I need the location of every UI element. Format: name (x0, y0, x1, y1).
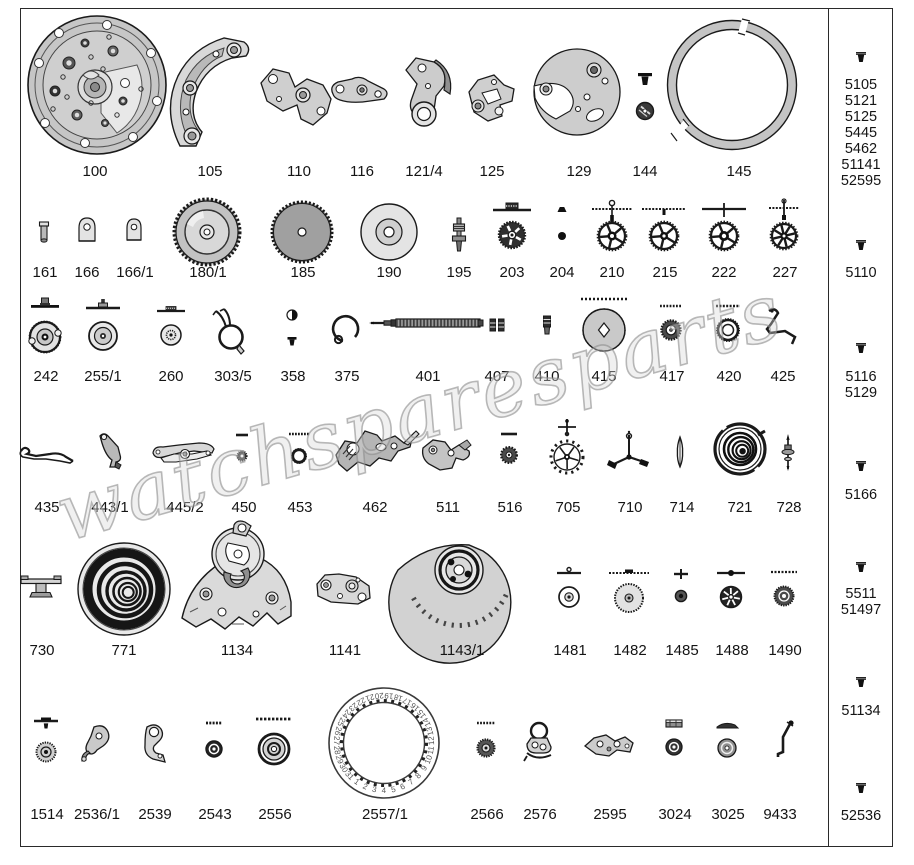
sidebar-part-number: 5110 (845, 265, 877, 281)
part-number-label: 3024 (658, 806, 692, 823)
part-number-label: 2566 (470, 806, 504, 823)
sidebar-part-number: 5462 (844, 141, 878, 157)
sidebar-part-number: 52536 (840, 808, 882, 824)
part-number-label: 407 (484, 368, 510, 385)
part-number-label: 443/1 (91, 499, 129, 516)
part-number-label: 420 (716, 368, 742, 385)
part-number-label: 1143/1 (439, 642, 485, 659)
part-number-label: 1485 (665, 642, 699, 659)
part-number-label: 358 (280, 368, 306, 385)
part-number-label: 9433 (763, 806, 797, 823)
part-number-label: 129 (566, 163, 592, 180)
part-number-label: 410 (534, 368, 560, 385)
page-border (20, 8, 893, 847)
part-number-label: 222 (711, 264, 737, 281)
part-number-label: 1481 (553, 642, 587, 659)
part-number-label: 2595 (593, 806, 627, 823)
sidebar-part-number: 5511 (845, 586, 877, 602)
part-number-label: 705 (555, 499, 581, 516)
part-number-label: 166/1 (116, 264, 154, 281)
part-number-label: 195 (446, 264, 472, 281)
sidebar-divider-line (828, 8, 829, 847)
part-number-label: 435 (34, 499, 60, 516)
sidebar-part-number: 5129 (844, 385, 878, 401)
part-number-label: 204 (549, 264, 575, 281)
part-number-label: 710 (617, 499, 643, 516)
part-number-label: 125 (479, 163, 505, 180)
part-number-label: 425 (770, 368, 796, 385)
part-number-label: 462 (362, 499, 388, 516)
part-number-label: 453 (287, 499, 313, 516)
part-number-label: 2539 (138, 806, 172, 823)
part-number-label: 2543 (198, 806, 232, 823)
part-number-label: 210 (599, 264, 625, 281)
part-number-label: 728 (776, 499, 802, 516)
part-number-label: 190 (376, 264, 402, 281)
part-number-label: 110 (287, 163, 311, 180)
sidebar-part-number: 51134 (841, 703, 881, 719)
sidebar-part-number: 5166 (844, 487, 878, 503)
part-number-label: 145 (726, 163, 752, 180)
part-number-label: 1482 (613, 642, 647, 659)
part-number-label: 180/1 (189, 264, 227, 281)
part-number-label: 105 (197, 163, 223, 180)
part-number-label: 771 (111, 642, 137, 659)
part-number-label: 2576 (523, 806, 557, 823)
part-number-label: 255/1 (84, 368, 122, 385)
part-number-label: 401 (415, 368, 441, 385)
part-number-label: 2536/1 (74, 806, 120, 823)
part-number-label: 185 (290, 264, 316, 281)
sidebar-part-number: 5121 (844, 93, 878, 109)
part-number-label: 116 (350, 163, 374, 180)
part-number-label: 144 (632, 163, 658, 180)
part-number-label: 260 (158, 368, 184, 385)
part-number-label: 121/4 (405, 163, 443, 180)
part-number-label: 215 (652, 264, 678, 281)
part-number-label: 1488 (715, 642, 749, 659)
part-number-label: 445/2 (166, 499, 204, 516)
part-number-label: 203 (499, 264, 525, 281)
part-number-label: 242 (33, 368, 59, 385)
part-number-label: 100 (82, 163, 108, 180)
sidebar-part-number: 5125 (844, 109, 878, 125)
part-number-label: 714 (669, 499, 695, 516)
part-number-label: 1514 (30, 806, 64, 823)
sidebar-part-number: 51141 (841, 157, 881, 173)
part-number-label: 721 (727, 499, 753, 516)
sidebar-part-number: 5105 (844, 77, 878, 93)
part-number-label: 511 (436, 499, 460, 516)
part-number-label: 415 (591, 368, 617, 385)
part-number-label: 303/5 (214, 368, 252, 385)
part-number-label: 1490 (768, 642, 802, 659)
part-number-label: 516 (497, 499, 523, 516)
part-number-label: 450 (231, 499, 257, 516)
sidebar-part-number: 5116 (845, 369, 877, 385)
part-number-label: 375 (334, 368, 360, 385)
part-number-label: 730 (29, 642, 55, 659)
part-number-label: 2556 (258, 806, 292, 823)
part-number-label: 161 (32, 264, 58, 281)
part-number-label: 1141 (328, 642, 362, 659)
part-number-label: 1134 (220, 642, 254, 659)
part-number-label: 166 (74, 264, 100, 281)
part-number-label: 3025 (711, 806, 745, 823)
part-number-label: 417 (659, 368, 685, 385)
sidebar-part-number: 52595 (840, 173, 882, 189)
part-number-label: 2557/1 (362, 806, 408, 823)
sidebar-part-number: 51497 (840, 602, 882, 618)
part-number-label: 227 (772, 264, 798, 281)
sidebar-part-number: 5445 (844, 125, 878, 141)
